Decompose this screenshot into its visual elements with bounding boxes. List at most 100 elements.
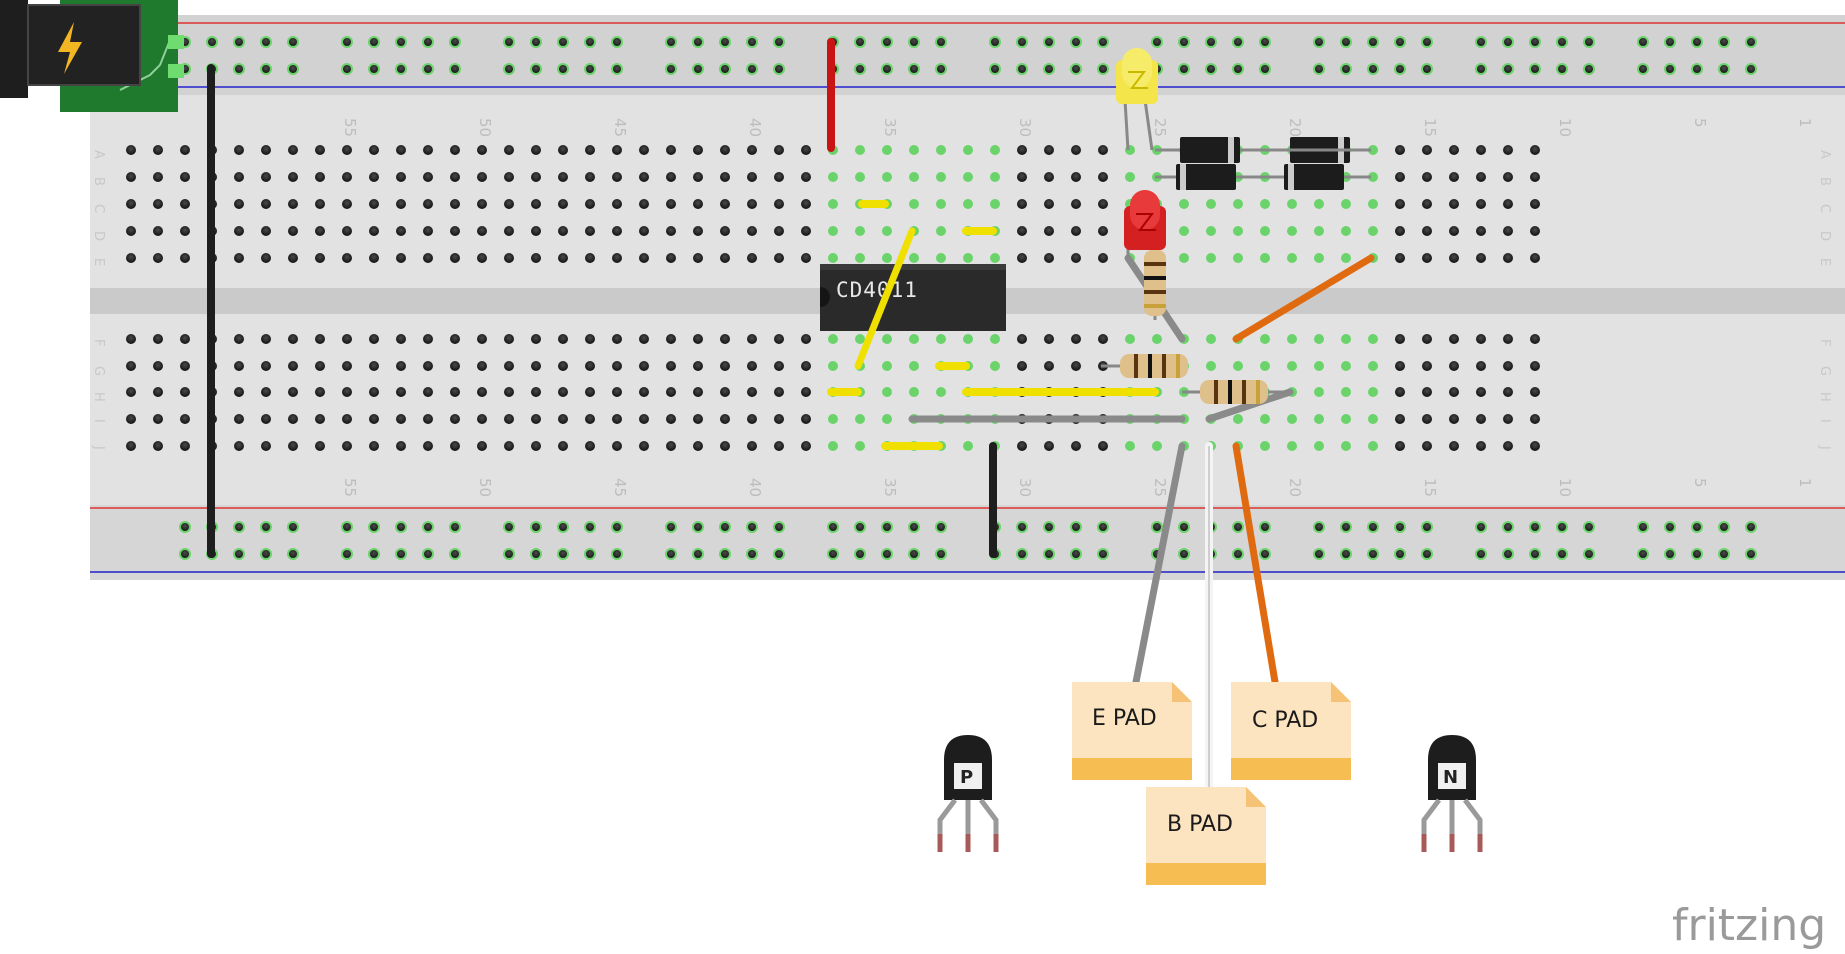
breadboard-hole[interactable]: [261, 145, 271, 155]
power-rail-hole[interactable]: [1583, 548, 1595, 560]
breadboard-hole[interactable]: [531, 253, 541, 263]
power-rail-hole[interactable]: [773, 548, 785, 560]
power-rail-hole[interactable]: [692, 548, 704, 560]
breadboard-hole[interactable]: [1449, 226, 1459, 236]
power-rail-hole[interactable]: [287, 521, 299, 533]
breadboard-hole[interactable]: [990, 253, 1000, 263]
power-rail-hole[interactable]: [1043, 63, 1055, 75]
wire-orange-c-pad[interactable]: [1232, 442, 1279, 686]
breadboard-hole[interactable]: [1152, 334, 1162, 344]
power-jack-housing[interactable]: [27, 4, 141, 86]
breadboard-hole[interactable]: [261, 199, 271, 209]
breadboard-hole[interactable]: [747, 361, 757, 371]
breadboard-hole[interactable]: [1530, 361, 1540, 371]
power-rail-hole[interactable]: [260, 548, 272, 560]
breadboard-hole[interactable]: [396, 441, 406, 451]
breadboard-hole[interactable]: [288, 172, 298, 182]
breadboard-hole[interactable]: [693, 253, 703, 263]
breadboard-hole[interactable]: [720, 172, 730, 182]
power-rail-hole[interactable]: [1421, 36, 1433, 48]
breadboard-hole[interactable]: [1314, 414, 1324, 424]
breadboard-hole[interactable]: [1017, 253, 1027, 263]
power-rail-hole[interactable]: [989, 63, 1001, 75]
breadboard-hole[interactable]: [1071, 145, 1081, 155]
power-rail-hole[interactable]: [341, 63, 353, 75]
power-rail-hole[interactable]: [665, 548, 677, 560]
breadboard-hole[interactable]: [1341, 334, 1351, 344]
power-rail-hole[interactable]: [1637, 521, 1649, 533]
breadboard-hole[interactable]: [855, 253, 865, 263]
power-rail-hole[interactable]: [881, 63, 893, 75]
breadboard-hole[interactable]: [666, 226, 676, 236]
power-rail-hole[interactable]: [1205, 36, 1217, 48]
breadboard-hole[interactable]: [774, 199, 784, 209]
breadboard-hole[interactable]: [1314, 441, 1324, 451]
breadboard-hole[interactable]: [342, 441, 352, 451]
power-rail-hole[interactable]: [1583, 521, 1595, 533]
power-rail-hole[interactable]: [827, 548, 839, 560]
power-rail-hole[interactable]: [1475, 63, 1487, 75]
power-rail-hole[interactable]: [1502, 36, 1514, 48]
breadboard-hole[interactable]: [1017, 361, 1027, 371]
breadboard-hole[interactable]: [1341, 361, 1351, 371]
breadboard-hole[interactable]: [1503, 361, 1513, 371]
breadboard-hole[interactable]: [315, 387, 325, 397]
breadboard-hole[interactable]: [936, 334, 946, 344]
power-rail-hole[interactable]: [1664, 36, 1676, 48]
breadboard-hole[interactable]: [477, 441, 487, 451]
power-rail-hole[interactable]: [1151, 521, 1163, 533]
breadboard-hole[interactable]: [1476, 334, 1486, 344]
breadboard-hole[interactable]: [585, 334, 595, 344]
breadboard-hole[interactable]: [450, 334, 460, 344]
power-rail-hole[interactable]: [746, 521, 758, 533]
breadboard-hole[interactable]: [153, 145, 163, 155]
power-rail-hole[interactable]: [1421, 548, 1433, 560]
power-rail-hole[interactable]: [611, 521, 623, 533]
breadboard-hole[interactable]: [558, 226, 568, 236]
power-rail-hole[interactable]: [881, 521, 893, 533]
breadboard-hole[interactable]: [828, 441, 838, 451]
breadboard-hole[interactable]: [450, 361, 460, 371]
power-rail-hole[interactable]: [1070, 36, 1082, 48]
breadboard-hole[interactable]: [153, 361, 163, 371]
breadboard-hole[interactable]: [423, 199, 433, 209]
power-rail-hole[interactable]: [1367, 521, 1379, 533]
power-rail-hole[interactable]: [1367, 36, 1379, 48]
breadboard-hole[interactable]: [1260, 361, 1270, 371]
breadboard-hole[interactable]: [369, 253, 379, 263]
power-rail-hole[interactable]: [1475, 36, 1487, 48]
breadboard-hole[interactable]: [936, 387, 946, 397]
breadboard-hole[interactable]: [666, 253, 676, 263]
breadboard-hole[interactable]: [315, 334, 325, 344]
power-rail-hole[interactable]: [1664, 63, 1676, 75]
power-rail-hole[interactable]: [260, 63, 272, 75]
power-rail-hole[interactable]: [1340, 63, 1352, 75]
breadboard-hole[interactable]: [396, 253, 406, 263]
breadboard-hole[interactable]: [801, 334, 811, 344]
power-rail-hole[interactable]: [395, 36, 407, 48]
power-rail-hole[interactable]: [584, 548, 596, 560]
breadboard-hole[interactable]: [801, 253, 811, 263]
breadboard-hole[interactable]: [1422, 226, 1432, 236]
power-rail-hole[interactable]: [1502, 63, 1514, 75]
power-rail-hole[interactable]: [1637, 36, 1649, 48]
breadboard-hole[interactable]: [1476, 199, 1486, 209]
power-rail-hole[interactable]: [908, 36, 920, 48]
breadboard-hole[interactable]: [504, 226, 514, 236]
power-rail-hole[interactable]: [1043, 36, 1055, 48]
breadboard-hole[interactable]: [234, 253, 244, 263]
breadboard-hole[interactable]: [585, 361, 595, 371]
breadboard-hole[interactable]: [504, 414, 514, 424]
power-rail-hole[interactable]: [1664, 521, 1676, 533]
breadboard-hole[interactable]: [450, 387, 460, 397]
breadboard-hole[interactable]: [477, 172, 487, 182]
breadboard-hole[interactable]: [1530, 226, 1540, 236]
breadboard-hole[interactable]: [504, 199, 514, 209]
breadboard-hole[interactable]: [720, 334, 730, 344]
power-rail-hole[interactable]: [1583, 36, 1595, 48]
power-rail-hole[interactable]: [935, 521, 947, 533]
breadboard-hole[interactable]: [234, 334, 244, 344]
breadboard-hole[interactable]: [261, 226, 271, 236]
breadboard-hole[interactable]: [1017, 145, 1027, 155]
breadboard-hole[interactable]: [558, 253, 568, 263]
